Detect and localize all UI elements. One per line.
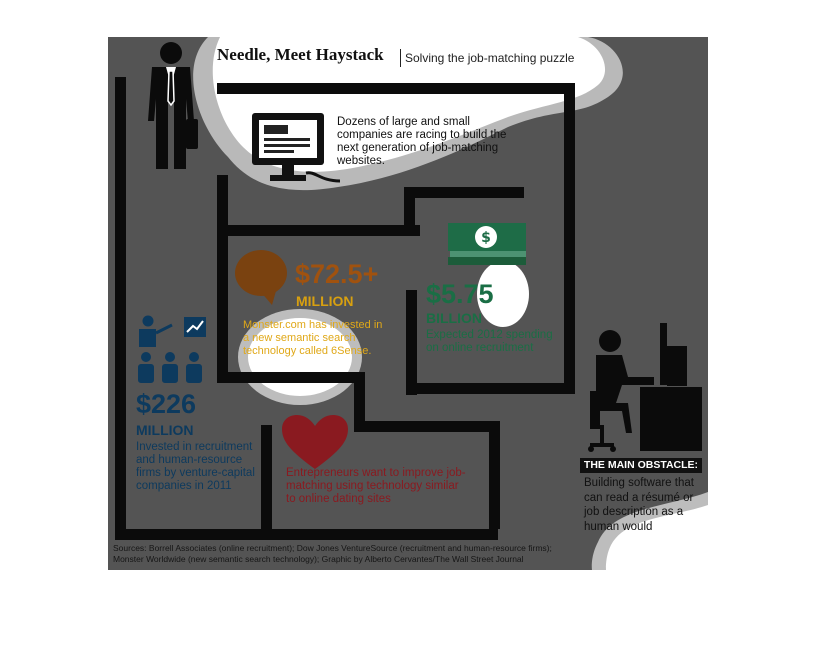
vc-amount: $226 (136, 389, 197, 419)
presentation-audience-icon (138, 315, 206, 383)
spending-amount: $5.75 (426, 279, 494, 309)
maze-wall (217, 235, 228, 383)
computer-monitor-icon (252, 113, 341, 183)
websites-fact: Dozens of large and small companies are … (337, 116, 507, 167)
maze-wall (489, 421, 500, 529)
heart-icon (282, 415, 348, 469)
money-stack-icon: $ (448, 223, 526, 265)
sources-line-2: Monster Worldwide (new semantic search t… (113, 554, 524, 564)
infographic: Needle, Meet Haystack Solving the job-ma… (108, 37, 708, 570)
maze-wall (217, 175, 228, 235)
spending-desc: Expected 2012 spending on online recruit… (426, 329, 553, 354)
maze-wall (261, 425, 272, 529)
spending-unit: BILLION (426, 310, 482, 326)
obstacle-label: THE MAIN OBSTACLE: (580, 458, 702, 473)
maze-wall (404, 187, 415, 236)
monster-desc: Monster.com has invested in a new semant… (243, 319, 383, 357)
vc-unit: MILLION (136, 422, 194, 438)
vc-desc: Invested in recruitment and human-resour… (136, 441, 255, 492)
page-title: Needle, Meet Haystack (217, 45, 384, 64)
dating-desc: Entrepreneurs want to improve job-matchi… (286, 467, 466, 505)
maze-wall (564, 83, 575, 383)
page-subtitle: Solving the job-matching puzzle (405, 51, 575, 65)
maze-wall (217, 225, 420, 236)
sources-line-1: Sources: Borrell Associates (online recr… (113, 543, 552, 553)
businessman-icon (148, 42, 198, 169)
maze-wall (406, 290, 417, 395)
svg-text:$: $ (481, 230, 491, 246)
maze-wall (217, 372, 364, 383)
person-at-desk-icon (588, 323, 702, 452)
maze-wall (404, 187, 524, 198)
title-separator (400, 49, 401, 67)
monster-amount: $72.5+ (295, 259, 379, 289)
maze-wall (406, 383, 575, 394)
maze-wall (217, 83, 575, 94)
obstacle-text: Building software that can read a résumé… (584, 477, 694, 533)
monster-unit: MILLION (296, 293, 354, 309)
speech-bubble-icon (235, 250, 287, 305)
maze-wall (115, 529, 498, 540)
maze-wall (354, 421, 500, 432)
maze-wall (354, 372, 365, 424)
maze-wall (115, 77, 126, 540)
